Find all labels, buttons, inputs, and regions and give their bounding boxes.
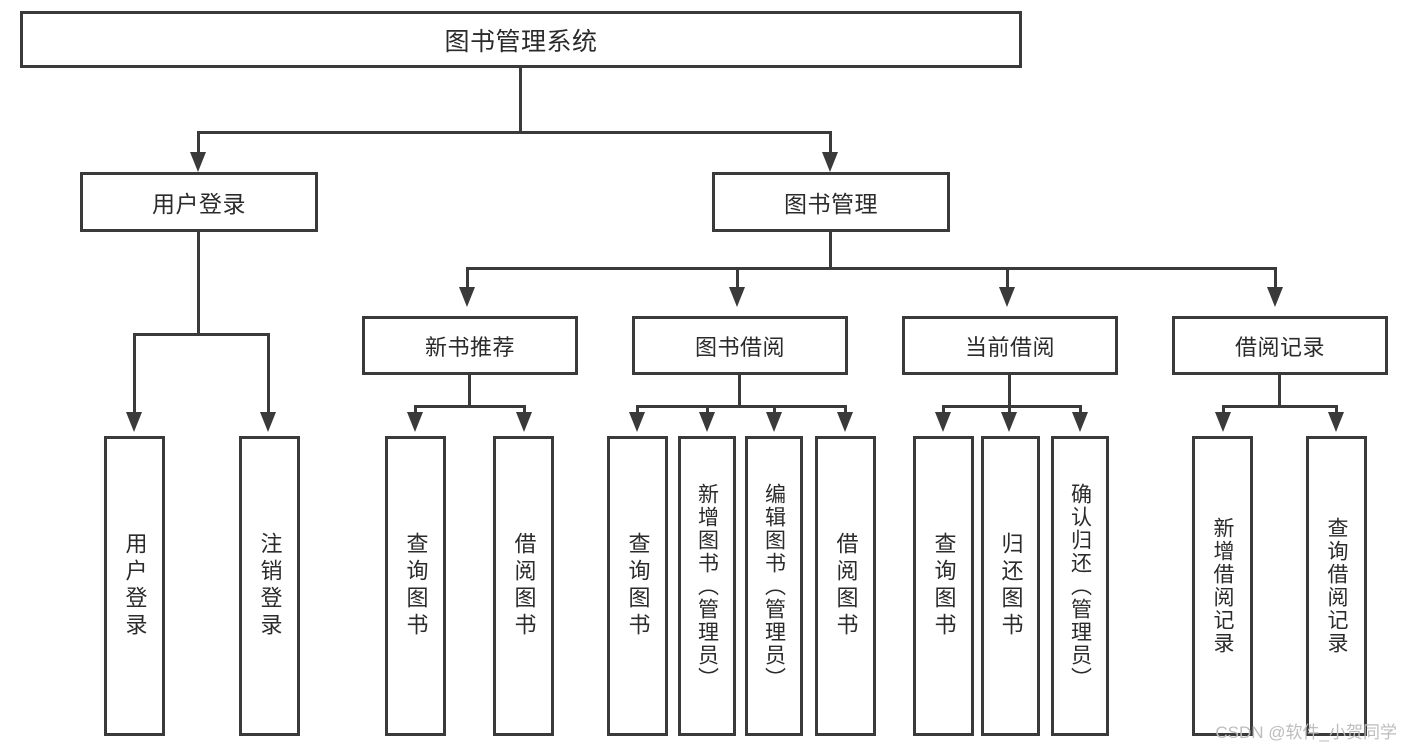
connector-user-login-stem xyxy=(197,232,200,336)
arrowhead-to-borrow-record xyxy=(1267,287,1283,307)
connector-user-login-left xyxy=(133,333,136,416)
connector-bb-2 xyxy=(706,405,709,416)
connector-bb-3 xyxy=(773,405,776,416)
connector-cb-1 xyxy=(942,405,945,416)
connector-user-login-right xyxy=(267,333,270,416)
node-book-management[interactable]: 图书管理 xyxy=(712,172,950,232)
connector-cb-stem xyxy=(1008,375,1011,408)
leaf-borrow-record-add-record[interactable]: 新增借阅记录 xyxy=(1192,436,1253,736)
connector-bb-4 xyxy=(844,405,847,416)
arrowhead-to-user-login xyxy=(190,152,206,172)
arrowhead-to-new-book-recommend xyxy=(459,287,475,307)
connector-bm-to-book-borrow xyxy=(736,267,739,290)
leaf-current-borrow-confirm-return-admin[interactable]: 确认归还（管理员） xyxy=(1051,436,1109,736)
node-borrow-record[interactable]: 借阅记录 xyxy=(1172,316,1388,375)
leaf-user-login-login[interactable]: 用户登录 xyxy=(104,436,165,736)
leaf-new-book-query-book[interactable]: 查询图书 xyxy=(385,436,446,736)
connector-root-to-user-login xyxy=(197,131,200,156)
leaf-book-borrow-edit-book-admin[interactable]: 编辑图书（管理员） xyxy=(745,436,803,736)
arrowhead-bb-leaf-3 xyxy=(766,412,782,432)
connector-book-management-stem xyxy=(829,232,832,270)
connector-br-bar xyxy=(1222,405,1338,408)
connector-cb-3 xyxy=(1079,405,1082,416)
leaf-borrow-record-query-record[interactable]: 查询借阅记录 xyxy=(1306,436,1367,736)
connector-nbr-stem xyxy=(468,375,471,408)
connector-nbr-bar xyxy=(414,405,526,408)
connector-bm-to-current-borrow xyxy=(1006,267,1009,290)
connector-nbr-right xyxy=(523,405,526,416)
arrowhead-user-login-leaf-1 xyxy=(126,412,142,432)
arrowhead-bb-leaf-2 xyxy=(699,412,715,432)
connector-cb-2 xyxy=(1008,405,1011,416)
arrowhead-cb-leaf-3 xyxy=(1072,412,1088,432)
leaf-book-borrow-add-book-admin[interactable]: 新增图书（管理员） xyxy=(678,436,736,736)
connector-root-to-book-management xyxy=(829,131,832,156)
connector-br-stem xyxy=(1278,375,1281,408)
arrowhead-cb-leaf-1 xyxy=(935,412,951,432)
leaf-new-book-borrow-book[interactable]: 借阅图书 xyxy=(493,436,554,736)
node-new-book-recommend[interactable]: 新书推荐 xyxy=(362,316,578,375)
connector-root-bar xyxy=(197,131,830,134)
connector-bb-bar xyxy=(636,405,847,408)
node-root-book-management-system[interactable]: 图书管理系统 xyxy=(20,11,1022,68)
arrowhead-bb-leaf-4 xyxy=(837,412,853,432)
node-book-borrow[interactable]: 图书借阅 xyxy=(632,316,848,375)
node-current-borrow[interactable]: 当前借阅 xyxy=(902,316,1118,375)
arrowhead-user-login-leaf-2 xyxy=(260,412,276,432)
arrowhead-nbr-leaf-1 xyxy=(407,412,423,432)
node-user-login[interactable]: 用户登录 xyxy=(80,172,318,232)
connector-book-management-bar xyxy=(466,267,1277,270)
leaf-current-borrow-query-book[interactable]: 查询图书 xyxy=(913,436,974,736)
arrowhead-cb-leaf-2 xyxy=(1001,412,1017,432)
arrowhead-br-leaf-1 xyxy=(1215,412,1231,432)
connector-bb-1 xyxy=(636,405,639,416)
leaf-user-login-logout[interactable]: 注销登录 xyxy=(239,436,300,736)
connector-bm-to-borrow-record xyxy=(1274,267,1277,290)
leaf-current-borrow-return-book[interactable]: 归还图书 xyxy=(981,436,1040,736)
connector-cb-bar xyxy=(942,405,1082,408)
connector-bb-stem xyxy=(738,375,741,408)
arrowhead-nbr-leaf-2 xyxy=(516,412,532,432)
connector-bm-to-new-book xyxy=(466,267,469,290)
connector-nbr-left xyxy=(414,405,417,416)
arrowhead-bb-leaf-1 xyxy=(629,412,645,432)
connector-root-stem xyxy=(519,68,522,133)
connector-br-left xyxy=(1222,405,1225,416)
connector-br-right xyxy=(1335,405,1338,416)
arrowhead-to-current-borrow xyxy=(999,287,1015,307)
arrowhead-to-book-management xyxy=(822,152,838,172)
leaf-book-borrow-borrow-book[interactable]: 借阅图书 xyxy=(815,436,876,736)
arrowhead-to-book-borrow xyxy=(729,287,745,307)
connector-user-login-bar xyxy=(133,333,270,336)
arrowhead-br-leaf-2 xyxy=(1328,412,1344,432)
leaf-book-borrow-query-book[interactable]: 查询图书 xyxy=(607,436,668,736)
